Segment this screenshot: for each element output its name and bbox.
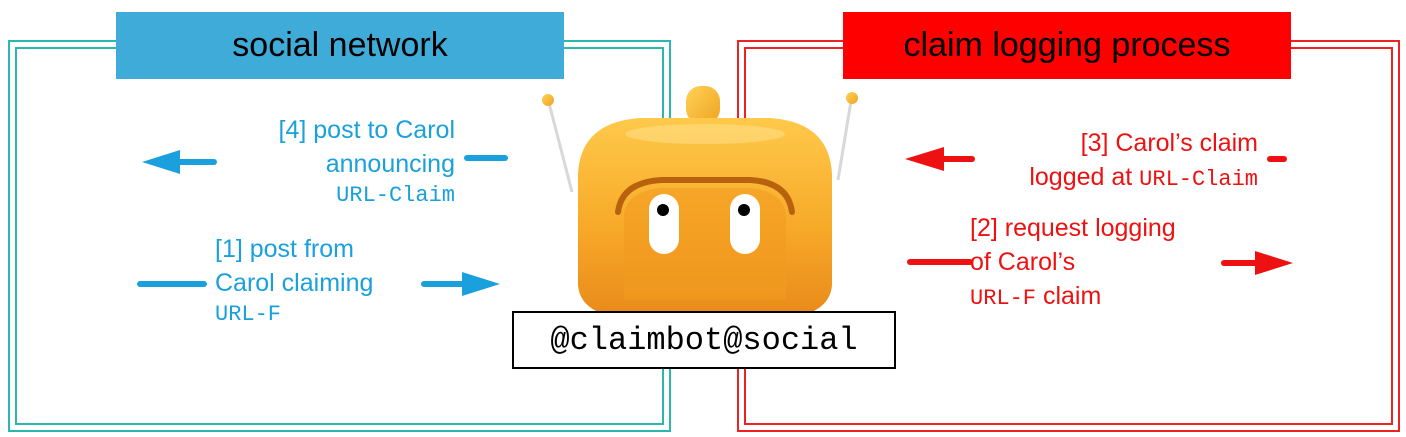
step2-line2: of Carol’s [970,248,1076,276]
step1-code: URL-F [215,302,282,327]
step4-code: URL-Claim [336,183,455,208]
arrow-step4-left [142,150,508,174]
arrow-step2-right [907,251,1293,275]
step2-code: URL-F [970,286,1037,311]
step4-line2: announcing [325,150,455,178]
bot-handle-label: @claimbot@social [512,311,896,369]
step4-line1: [4] post to Carol [278,116,455,144]
step4-text: [4] post to Carol announcing URL-Claim [125,113,455,211]
step3-text: [3] Carol’s claim logged at URL-Claim [928,126,1258,197]
social-network-title: social network [116,12,564,79]
arrow-step3-left [905,147,1287,171]
step2-line3: URL-F claim [970,279,1230,316]
step1-line1: [1] post from [215,235,354,263]
robot-bot-icon [542,86,858,318]
arrow-step1-right [137,272,500,296]
step1-line2: Carol claiming [215,269,374,297]
step3-code: URL-Claim [1139,167,1258,192]
step2-line1: [2] request logging [970,214,1176,242]
step3-line1: [3] Carol’s claim [1080,129,1258,157]
step1-text: [1] post from Carol claiming URL-F [215,232,425,330]
step3-line2: logged at URL-Claim [928,160,1258,197]
step3-line2-prefix: logged at [1029,163,1133,191]
step2-text: [2] request logging of Carol’s URL-F cla… [970,211,1230,316]
claim-logging-title: claim logging process [843,12,1291,79]
step2-line3-suffix: claim [1042,282,1102,310]
